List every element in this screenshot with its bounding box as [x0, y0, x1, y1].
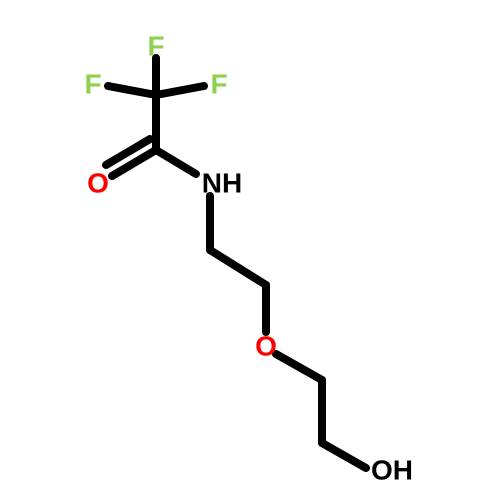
bond-ch2-ch2: [206, 246, 270, 289]
atom-n-amide: NH: [202, 168, 242, 199]
bond-c-n: [152, 146, 200, 178]
atom-f-left: F: [84, 69, 101, 100]
bond-o-ether-ch2: [272, 350, 326, 384]
atom-f-top: F: [147, 31, 164, 62]
atom-f-right: F: [210, 69, 227, 100]
atom-o-carbonyl: O: [87, 168, 109, 199]
atom-o-ether: O: [255, 331, 277, 362]
bond-ch2-oh: [318, 439, 370, 472]
bond-c-o-double-2: [102, 135, 154, 169]
bonds: [102, 54, 370, 472]
atom-o-hydroxyl: OH: [371, 455, 413, 486]
bond-c-f-right: [152, 82, 208, 99]
bond-c-f-left: [104, 82, 160, 99]
bond-c-o-double-1: [108, 146, 160, 180]
atom-labels: F F F O NH O OH: [84, 31, 413, 486]
